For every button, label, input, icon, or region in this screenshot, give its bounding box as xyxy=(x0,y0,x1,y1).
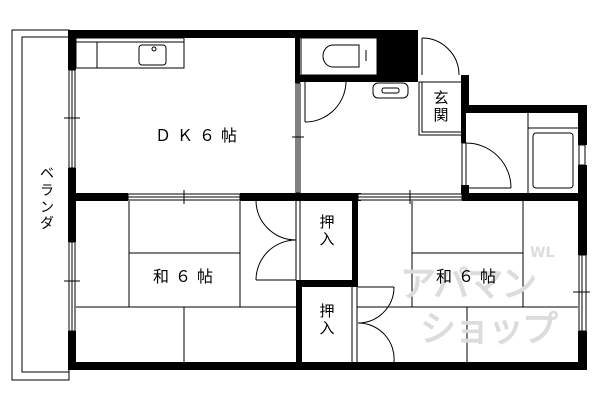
room-label-washitsu-left: 和６帖 xyxy=(153,267,220,286)
windows xyxy=(64,69,590,332)
room-label-oshiire-upper: 押入 xyxy=(319,213,335,249)
watermark-line1: アパマン xyxy=(400,264,537,305)
doors xyxy=(255,37,512,363)
watermark-small: WL xyxy=(530,245,555,261)
toilet-fixture xyxy=(300,37,378,76)
room-label-washitsu-right: 和６帖 xyxy=(436,267,503,286)
room-label-dk: ＤＫ６帖 xyxy=(155,126,244,145)
room-label-genkan: 玄関 xyxy=(433,89,449,125)
tatami-right xyxy=(357,201,578,362)
tatami-left xyxy=(76,201,296,362)
room-label-veranda: ベランダ xyxy=(40,166,54,233)
kitchen-counter xyxy=(75,37,185,69)
watermark-line2: ショップ xyxy=(420,309,558,350)
bathtub xyxy=(527,113,578,193)
wash-basin xyxy=(372,82,409,99)
room-label-oshiire-lower: 押入 xyxy=(319,302,335,338)
walls xyxy=(68,30,587,370)
